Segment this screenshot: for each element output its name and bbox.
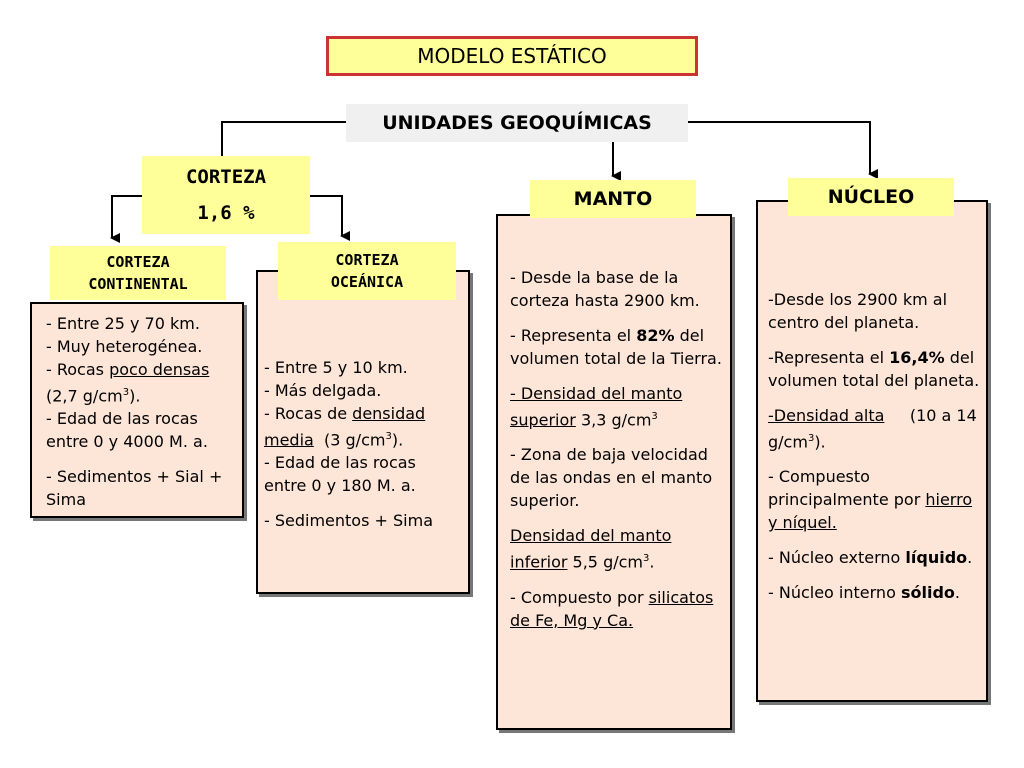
text-line: - Edad de las rocas <box>46 409 198 429</box>
manto-p6: - Compuesto por silicatos de Fe, Mg y Ca… <box>510 586 732 632</box>
continental-label-box: CORTEZA CONTINENTAL <box>50 246 226 300</box>
manto-p5: Densidad del manto inferior 5,5 g/cm3. <box>510 524 732 573</box>
text-span: - Rocas de <box>264 404 353 423</box>
nucleo-label: NÚCLEO <box>827 186 915 208</box>
text-line: - Sedimentos + Sial + <box>46 467 223 487</box>
superscript: 3 <box>385 431 392 442</box>
nucleo-p3: -Densidad alta (10 a 14 g/cm3). <box>768 404 984 453</box>
continental-label-line2: CONTINENTAL <box>88 275 188 293</box>
text-span: - Núcleo externo <box>768 548 906 568</box>
continental-label-line1: CORTEZA <box>106 253 170 271</box>
text-span: . <box>967 548 973 568</box>
text-span: . <box>649 552 655 572</box>
text-span-bold: líquido <box>905 548 968 568</box>
text-span: 5,5 g/cm <box>567 552 643 572</box>
continental-text: - Entre 25 y 70 km. - Muy heterogénea. -… <box>46 312 244 511</box>
connector-corteza-oceanica <box>310 195 350 241</box>
text-line: - Muy heterogénea. <box>46 337 203 356</box>
text-span-underlined: media <box>264 430 314 450</box>
text-span: - Representa el <box>510 326 637 345</box>
text-span: - Rocas <box>46 360 110 379</box>
manto-p3: - Densidad del manto superior 3,3 g/cm3 <box>510 382 732 431</box>
text-line: - Edad de las rocas <box>264 453 416 473</box>
text-line: entre 0 y 180 M. a. <box>264 476 416 496</box>
text-span: (10 a 14 g/cm <box>768 406 982 452</box>
text-span: -Representa el <box>768 348 890 367</box>
superscript: 3 <box>122 387 130 398</box>
connector-corteza-continental <box>110 195 142 243</box>
oceanica-panel <box>256 270 470 594</box>
text-span: - Compuesto por <box>510 587 649 607</box>
text-span-bold: 16,4% <box>889 348 945 367</box>
manto-p4: - Zona de baja velocidad de las ondas en… <box>510 445 713 511</box>
text-span: . <box>954 583 960 603</box>
nucleo-p4: - Compuesto principalmente por hierro y … <box>768 465 984 534</box>
text-line: media (3 g/cm3). <box>264 425 464 451</box>
corteza-label-box: CORTEZA 1,6 % <box>142 156 310 234</box>
text-span-bold: 82% <box>636 326 675 345</box>
text-line: entre 0 y 4000 M. a. <box>46 432 208 452</box>
manto-p1: - Desde la base de la corteza hasta 2900… <box>510 268 700 310</box>
text-line: - Sedimentos + Sima <box>264 511 433 531</box>
nucleo-label-box: NÚCLEO <box>788 178 954 216</box>
text-span-underlined: hierro y níquel. <box>768 490 973 533</box>
manto-label-box: MANTO <box>530 180 696 218</box>
nucleo-p2: -Representa el 16,4% del volumen total d… <box>768 346 984 392</box>
text-line: (2,7 g/cm3). <box>46 381 244 407</box>
oceanica-label-line1: CORTEZA <box>335 251 399 269</box>
text-line: - Rocas de densidad <box>264 402 464 425</box>
text-span: - Núcleo interno <box>768 583 901 603</box>
superscript: 3 <box>651 411 658 422</box>
connector-units-corteza <box>221 121 346 156</box>
connector-units-nucleo <box>688 121 878 179</box>
text-span: - Compuesto principalmente por <box>768 467 926 510</box>
text-line: - Entre 5 y 10 km. <box>264 358 408 377</box>
corteza-label: CORTEZA <box>185 166 267 188</box>
diagram-title-text: MODELO ESTÁTICO <box>417 44 607 68</box>
nucleo-p1: -Desde los 2900 km al centro del planeta… <box>768 290 948 332</box>
nucleo-p6: - Núcleo interno sólido. <box>768 581 984 604</box>
manto-p2: - Representa el 82% del volumen total de… <box>510 324 732 370</box>
text-span-bold: sólido <box>900 583 955 603</box>
text-span-underlined: -Densidad alta <box>768 406 885 425</box>
oceanica-text: - Entre 5 y 10 km. - Más delgada. - Roca… <box>264 356 464 532</box>
text-span-underlined: poco densas <box>109 360 210 379</box>
nucleo-panel <box>756 200 988 702</box>
text-span-underlined: - Densidad del manto superior <box>510 384 683 430</box>
text-span: 3,3 g/cm <box>575 410 652 430</box>
text-span: ). <box>814 432 826 452</box>
text-line: - Rocas poco densas <box>46 358 244 381</box>
text-span: ). <box>129 386 141 406</box>
text-span: (2,7 g/cm <box>46 386 123 406</box>
oceanica-label-box: CORTEZA OCEÁNICA <box>278 242 456 300</box>
corteza-percent: 1,6 % <box>197 202 255 224</box>
text-span: ). <box>391 430 404 450</box>
text-span-underlined: Densidad del manto inferior <box>510 526 672 572</box>
superscript: 3 <box>643 553 650 565</box>
diagram-title: MODELO ESTÁTICO <box>326 36 698 76</box>
text-span: del volumen total del planeta. <box>768 348 980 390</box>
oceanica-label-line2: OCEÁNICA <box>330 273 404 291</box>
text-span-underlined: densidad <box>352 404 426 423</box>
manto-label: MANTO <box>573 188 653 210</box>
units-title-text: UNIDADES GEOQUÍMICAS <box>382 112 652 134</box>
nucleo-p5: - Núcleo externo líquido. <box>768 546 984 569</box>
continental-panel <box>30 302 244 518</box>
units-title-box: UNIDADES GEOQUÍMICAS <box>346 104 688 142</box>
text-span: (3 g/cm <box>313 430 386 450</box>
text-span-underlined: silicatos de Fe, Mg y Ca. <box>510 587 714 630</box>
text-line: - Entre 25 y 70 km. <box>46 314 200 333</box>
nucleo-text: -Desde los 2900 km al centro del planeta… <box>768 288 984 616</box>
text-line: - Más delgada. <box>264 381 382 400</box>
superscript: 3 <box>807 433 815 444</box>
text-span: del volumen total de la Tierra. <box>510 326 722 368</box>
manto-text: - Desde la base de la corteza hasta 2900… <box>510 266 732 644</box>
text-line: Sima <box>46 490 86 510</box>
